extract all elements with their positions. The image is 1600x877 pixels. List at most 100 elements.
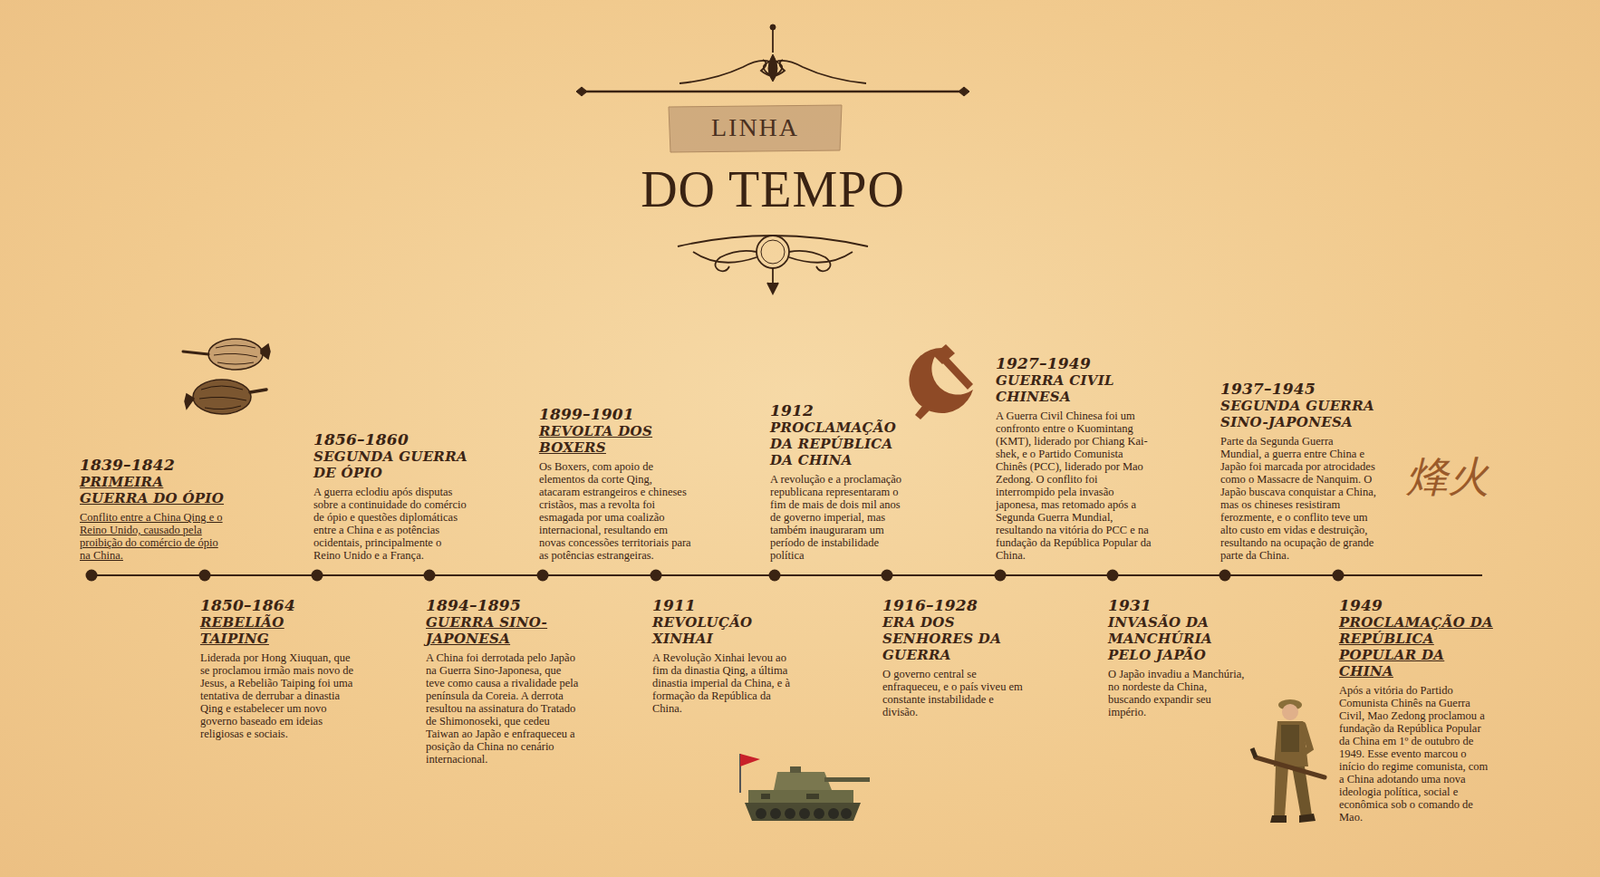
tank-illustration-part xyxy=(748,790,854,803)
event-body: A revolução e a proclamação republicana … xyxy=(770,472,914,562)
title: DO TEMPO xyxy=(546,161,1000,218)
timeline-dot xyxy=(424,569,436,582)
event-date: 1931 xyxy=(1108,596,1252,615)
poppy-pods-part xyxy=(192,379,251,415)
event-heading: PROCLAMAÇÃO DA REPÚBLICA DA CHINA xyxy=(770,419,914,469)
top-ornament-part xyxy=(576,86,588,97)
soldier-illustration-part xyxy=(1281,703,1299,721)
soldier-illustration-part xyxy=(1270,813,1316,823)
event-body: Conflito entre a China Qing e o Reino Un… xyxy=(79,510,230,562)
top-ornament xyxy=(576,24,970,97)
event-heading: INVASÃO DA MANCHÚRIA PELO JAPÃO xyxy=(1108,614,1252,664)
bottom-ornament-part xyxy=(761,240,785,264)
event-date: 1850–1864 xyxy=(200,596,355,615)
tape-label-part xyxy=(668,105,842,153)
bottom-ornament-part xyxy=(756,235,790,269)
tank-illustration-part xyxy=(755,808,852,820)
event-body: A Revolução Xinhai levou ao fim da dinas… xyxy=(652,651,798,715)
timeline-axis xyxy=(86,569,1484,582)
event-date: 1894–1895 xyxy=(425,596,580,615)
event-heading: REBELIÃO TAIPING xyxy=(200,614,355,647)
hammer-sickle-symbol xyxy=(908,344,974,420)
bottom-ornament-part xyxy=(693,251,757,263)
event-heading: REVOLUÇÃO XINHAI xyxy=(652,614,798,647)
event-heading: SEGUNDA GUERRA DE ÓPIO xyxy=(313,448,468,482)
timeline-event: 1916–1928ERA DOS SENHORES DA GUERRAO gov… xyxy=(882,596,1032,719)
tank-illustration-part-part xyxy=(799,808,810,820)
timeline-dot xyxy=(311,569,324,582)
bottom-ornament-part xyxy=(789,251,853,263)
tank-illustration-part-part xyxy=(755,808,767,820)
event-date: 1927–1949 xyxy=(995,354,1155,373)
event-heading: SEGUNDA GUERRA SINO-JAPONESA xyxy=(1220,397,1377,431)
timeline-event: 1850–1864REBELIÃO TAIPING Liderada por Ho… xyxy=(200,596,355,741)
event-body: Parte da Segunda Guerra Mundial, a guerr… xyxy=(1220,434,1377,562)
poppy-pods-part xyxy=(183,351,209,355)
poppy-pods-part xyxy=(250,389,267,393)
soldier-illustration-part xyxy=(1273,766,1289,818)
event-body: A guerra eclodiu após disputas sobre a c… xyxy=(313,485,468,562)
event-body: Liderada por Hong Xiuquan, que se procla… xyxy=(200,651,355,741)
event-date: 1912 xyxy=(770,401,914,420)
tank-illustration-part xyxy=(824,777,870,782)
event-date: 1839–1842 xyxy=(79,455,230,474)
top-ornament-part xyxy=(579,90,966,94)
timeline-event: 1911REVOLUÇÃO XINHAI A Revolução Xinhai l… xyxy=(652,596,798,715)
timeline-dot xyxy=(650,569,663,582)
bottom-ornament-part xyxy=(767,282,779,294)
soldier-illustration-part xyxy=(1302,724,1311,752)
timeline-dot xyxy=(199,569,212,582)
poppy-pods-part xyxy=(260,344,270,359)
event-date: 1937–1945 xyxy=(1220,379,1377,398)
poppy-pods-part xyxy=(199,385,247,410)
event-body: O governo central se enfraqueceu, e o pa… xyxy=(882,667,1032,719)
timeline-dot xyxy=(1107,569,1119,582)
tape-label-text: LINHA xyxy=(668,110,842,145)
timeline-dot xyxy=(1332,569,1345,582)
timeline-event: 1949PROCLAMAÇÃO DA REPÚBLICA POPULAR DA … xyxy=(1339,596,1494,824)
tank-illustration-part-part xyxy=(828,808,839,820)
top-ornament-part xyxy=(958,86,970,97)
timeline-event: 1839–1842PRIMEIRA GUERRA DO ÓPIOConflito… xyxy=(79,455,230,562)
event-body: Após a vitória do Partido Comunista Chin… xyxy=(1339,684,1494,824)
soldier-illustration xyxy=(1252,699,1325,823)
tape-label xyxy=(668,105,842,153)
timeline-event: 1927–1949GUERRA CIVIL CHINESAA Guerra Ci… xyxy=(995,354,1155,562)
tank-illustration-part xyxy=(773,771,832,791)
timeline-event: 1856–1860SEGUNDA GUERRA DE ÓPIOA guerra … xyxy=(313,430,468,562)
tank-illustration-part xyxy=(761,793,820,800)
tank-illustration xyxy=(740,753,870,821)
timeline-dot xyxy=(537,569,550,582)
top-ornament-part xyxy=(768,54,778,82)
timeline-dot xyxy=(881,569,894,582)
hammer-sickle-symbol-part xyxy=(940,355,974,390)
bottom-ornament-part xyxy=(789,250,831,271)
event-heading: PROCLAMAÇÃO DA REPÚBLICA POPULAR DA CHIN… xyxy=(1339,614,1494,680)
timeline-dot xyxy=(994,569,1007,582)
event-date: 1911 xyxy=(652,596,798,615)
poppy-pods-part xyxy=(213,345,258,365)
timeline-dot xyxy=(769,569,781,582)
timeline-event: 1894–1895GUERRA SINO-JAPONESA A China foi… xyxy=(425,596,580,766)
bottom-ornament-part xyxy=(714,250,757,271)
event-heading: ERA DOS SENHORES DA GUERRA xyxy=(882,614,1032,664)
hammer-sickle-symbol-part xyxy=(915,405,930,420)
timeline-line xyxy=(91,574,1483,577)
event-date: 1949 xyxy=(1339,596,1494,615)
timeline-event: 1937–1945SEGUNDA GUERRA SINO-JAPONESAPar… xyxy=(1220,379,1377,562)
tank-illustration-part-part xyxy=(784,808,796,820)
tape-label-part xyxy=(668,105,842,153)
tank-illustration-part xyxy=(744,802,861,821)
timeline-event: 1912PROCLAMAÇÃO DA REPÚBLICA DA CHINAA r… xyxy=(770,401,914,562)
event-heading: PRIMEIRA GUERRA DO ÓPIO xyxy=(79,473,230,507)
event-heading: GUERRA SINO-JAPONESA xyxy=(425,614,580,647)
event-heading: REVOLTA DOS BOXERS xyxy=(539,423,694,456)
tank-illustration-part xyxy=(790,766,801,773)
event-body: A China foi derrotada pelo Japão na Guer… xyxy=(425,651,580,766)
tank-illustration-part-part xyxy=(813,808,825,820)
timeline-dot xyxy=(1219,569,1232,582)
bottom-ornament-part xyxy=(677,235,868,247)
event-heading: GUERRA CIVIL CHINESA xyxy=(995,372,1155,405)
soldier-illustration-part xyxy=(1255,757,1325,778)
event-date: 1916–1928 xyxy=(882,596,1032,615)
